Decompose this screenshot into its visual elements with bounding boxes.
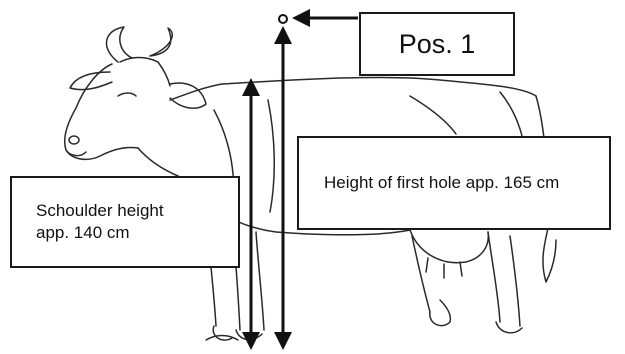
shoulder-height-arrow (242, 78, 260, 350)
shoulder-height-label-line2: app. 140 cm (36, 222, 238, 244)
pointer-arrow (292, 9, 358, 27)
hole-height-label: Height of first hole app. 165 cm (324, 173, 559, 193)
position-label: Pos. 1 (399, 29, 476, 60)
hole-height-label-box: Height of first hole app. 165 cm (297, 136, 611, 230)
hole-marker-circle (279, 15, 287, 23)
shoulder-height-label-box: Schoulder height app. 140 cm (10, 176, 240, 268)
position-label-box: Pos. 1 (359, 12, 515, 76)
shoulder-height-label-line1: Schoulder height (36, 200, 238, 222)
hole-height-arrow (274, 26, 292, 350)
